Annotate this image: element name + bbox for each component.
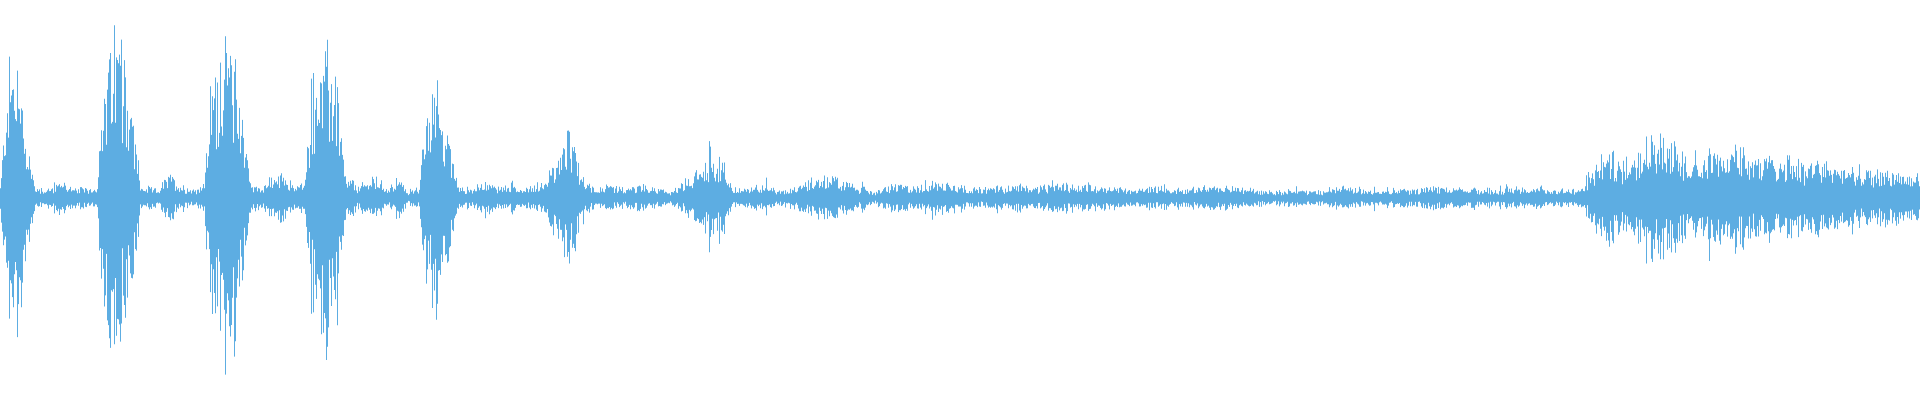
waveform-trace xyxy=(0,25,1920,375)
